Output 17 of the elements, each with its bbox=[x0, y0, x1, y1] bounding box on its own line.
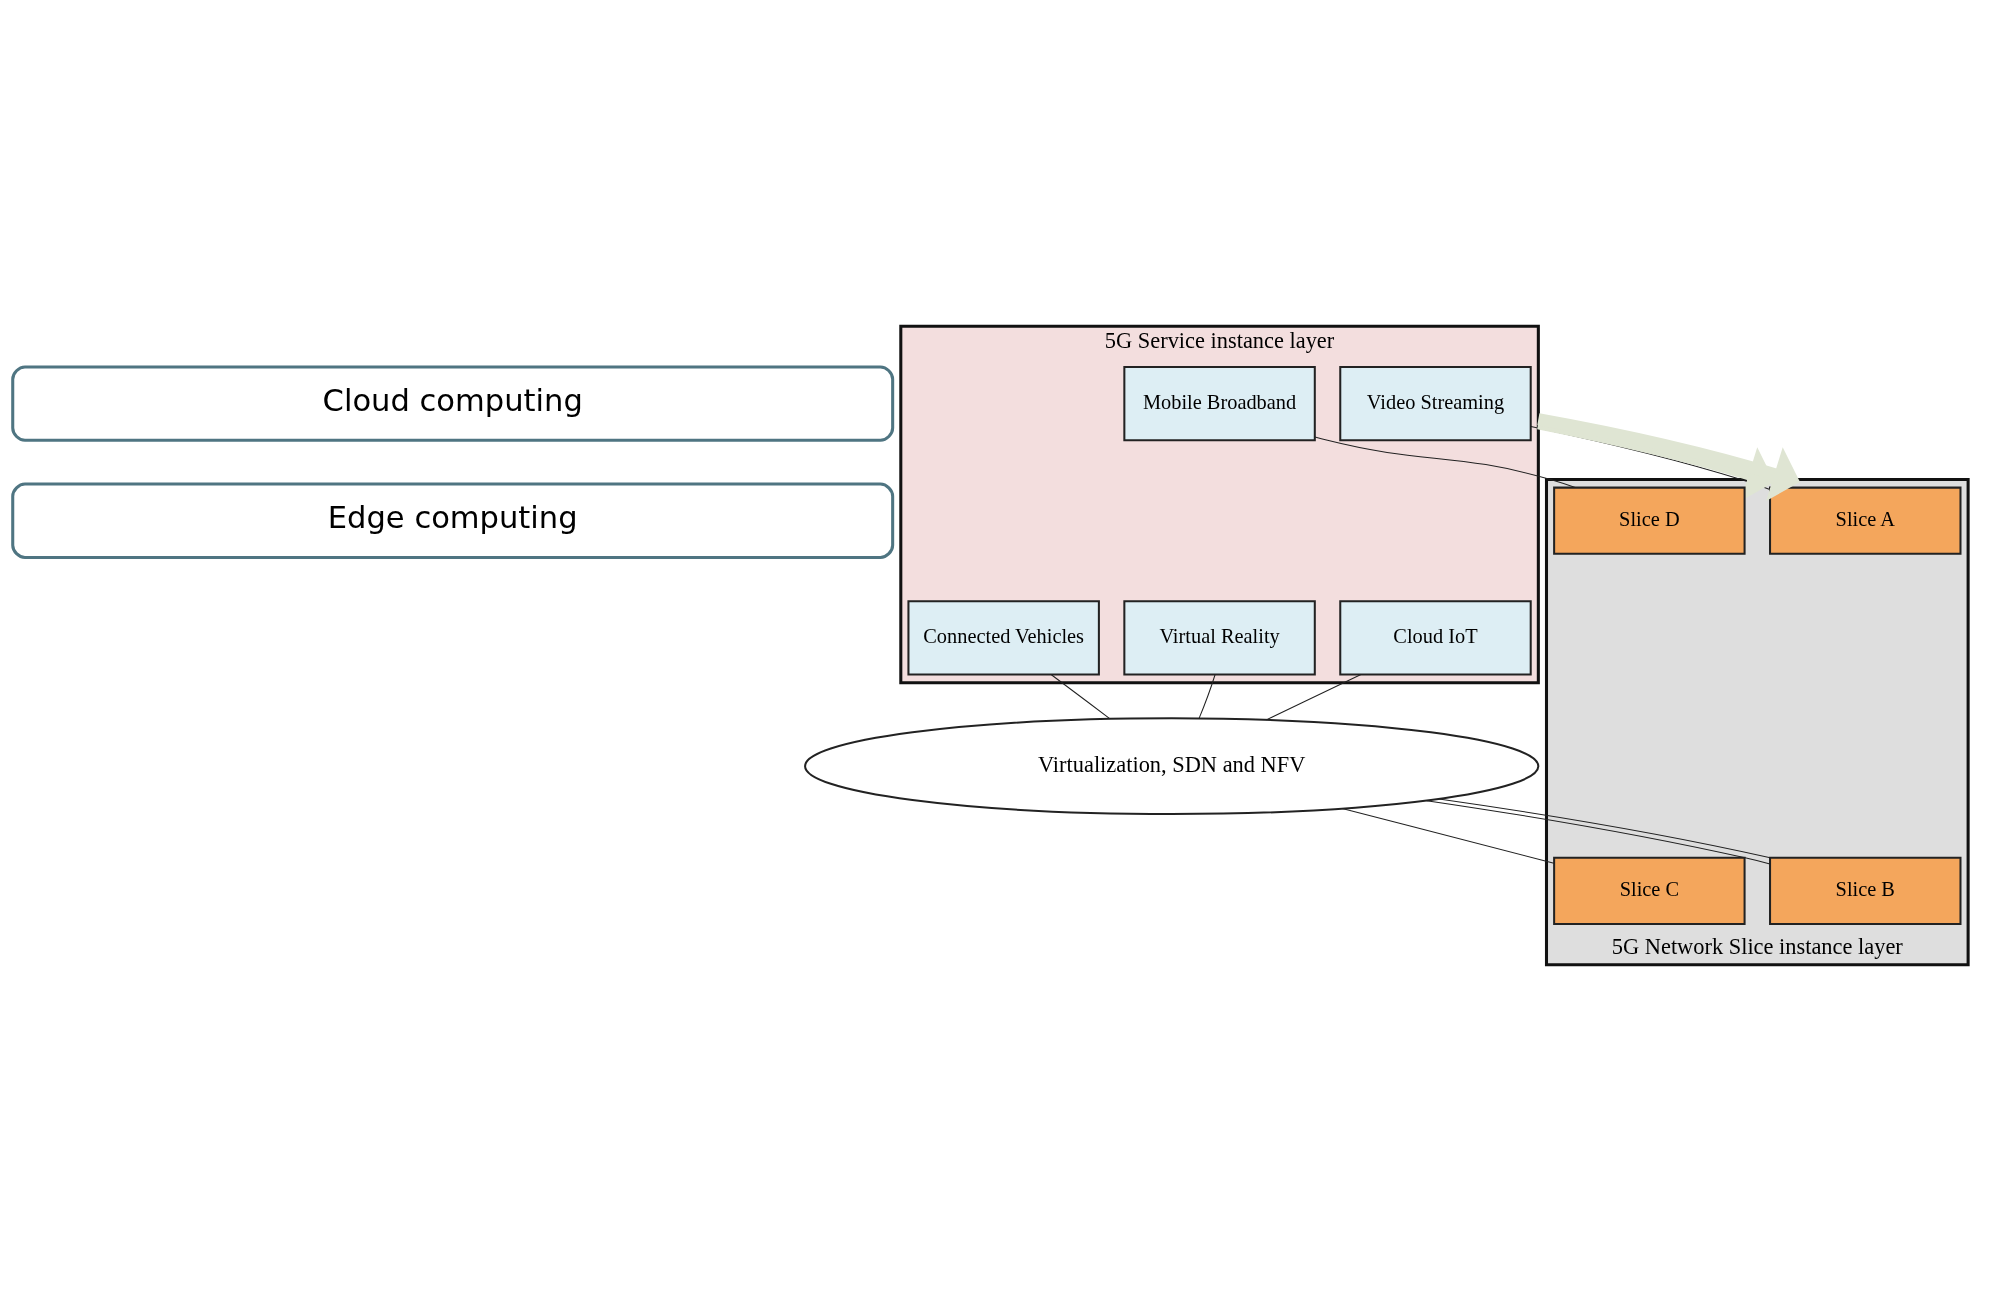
node-box: Mobile Broadband bbox=[1123, 365, 1316, 441]
node-box: Slice D bbox=[1553, 486, 1746, 555]
node-box: Slice A bbox=[1769, 486, 1962, 555]
node-box: Cloud IoT bbox=[1339, 599, 1532, 676]
node-box: Video Streaming bbox=[1339, 365, 1532, 441]
connector bbox=[1198, 673, 1216, 719]
connector bbox=[1265, 673, 1362, 720]
node-box: Edge computing bbox=[11, 482, 895, 559]
connector bbox=[1341, 807, 1555, 864]
node-box: Slice C bbox=[1553, 856, 1746, 925]
connector bbox=[1050, 673, 1111, 719]
node-box: Connected Vehicles bbox=[907, 599, 1100, 676]
node-box: Slice B bbox=[1769, 856, 1962, 925]
node-box: Cloud computing bbox=[11, 364, 895, 442]
node-box: Virtual Reality bbox=[1123, 599, 1316, 676]
connector bbox=[1314, 435, 1576, 488]
node-ellipse: Virtualization, SDN and NFV bbox=[804, 716, 1540, 815]
